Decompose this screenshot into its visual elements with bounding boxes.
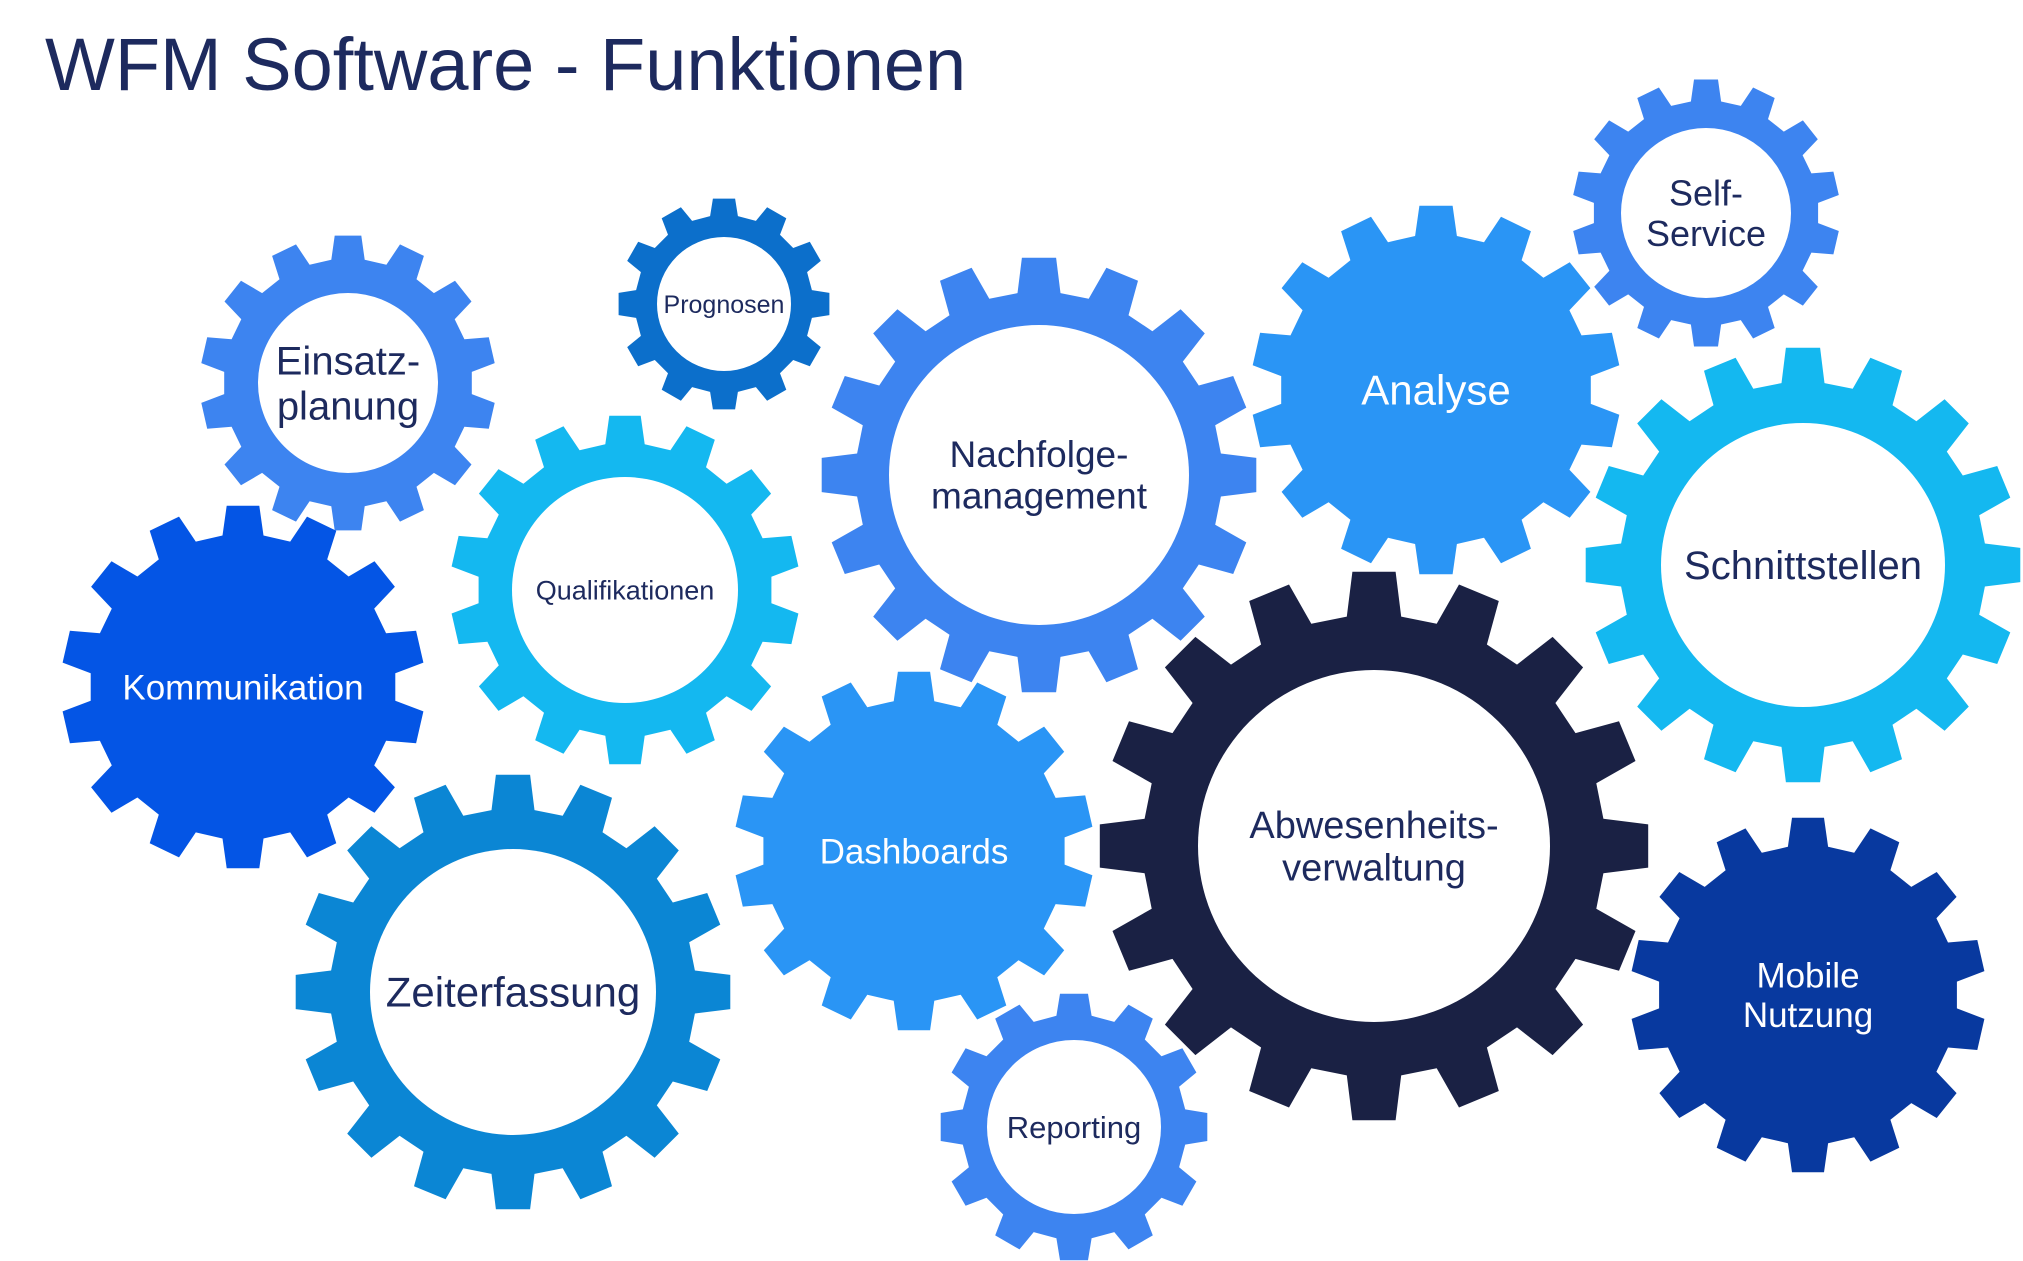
gear-center xyxy=(657,237,791,371)
gear-label-zeiterfassung: Zeiterfassung xyxy=(386,969,640,1016)
gear-label-line: Dashboards xyxy=(820,832,1009,871)
gear-label-line: Nachfolge- xyxy=(950,434,1129,475)
gear-label-line: Abwesenheits- xyxy=(1249,805,1498,847)
gear-label-qualifikationen: Qualifikationen xyxy=(536,576,715,606)
gear-label-line: Kommunikation xyxy=(122,668,363,707)
gear-center xyxy=(987,1040,1161,1214)
gear-label-line: Reporting xyxy=(1007,1110,1141,1145)
gear-prognosen: Prognosen xyxy=(618,198,830,410)
gear-label-schnittstellen: Schnittstellen xyxy=(1684,544,1922,588)
gear-qualifikationen: Qualifikationen xyxy=(451,415,799,765)
gear-label-line: Qualifikationen xyxy=(536,576,715,606)
gear-icon xyxy=(62,505,424,869)
gear-label-abwesenheitsverwaltung: Abwesenheits-verwaltung xyxy=(1249,805,1498,890)
gear-label-line: planung xyxy=(277,384,419,428)
gear-label-line: Zeiterfassung xyxy=(386,969,640,1016)
gear-center xyxy=(1661,423,1945,707)
gear-label-line: Schnittstellen xyxy=(1684,544,1922,588)
gear-label-line: verwaltung xyxy=(1282,848,1466,890)
gear-label-dashboards: Dashboards xyxy=(820,832,1009,871)
gear-self-service: Self-Service xyxy=(1573,79,1839,347)
gear-zeiterfassung: Zeiterfassung xyxy=(295,774,731,1210)
gear-label-line: Analyse xyxy=(1361,367,1510,414)
gear-label-line: Nutzung xyxy=(1743,996,1873,1035)
gear-label-line: Prognosen xyxy=(664,291,785,319)
gear-label-prognosen: Prognosen xyxy=(664,291,785,319)
gear-label-analyse: Analyse xyxy=(1361,367,1510,414)
gear-schnittstellen: Schnittstellen xyxy=(1585,347,2021,783)
gear-icon xyxy=(735,671,1093,1031)
gear-center xyxy=(258,293,438,473)
gear-center xyxy=(1621,128,1791,298)
gear-reporting: Reporting xyxy=(940,993,1208,1261)
gear-label-line: Service xyxy=(1646,213,1766,254)
gear-label-line: Mobile xyxy=(1756,957,1859,996)
gear-label-line: Self- xyxy=(1669,172,1743,213)
gear-label-line: Einsatz- xyxy=(276,340,421,384)
gear-center xyxy=(512,477,738,703)
gear-center xyxy=(889,325,1189,625)
gear-center xyxy=(1198,670,1550,1022)
gear-nachfolgemanagement: Nachfolge-management xyxy=(821,257,1257,693)
gear-label-reporting: Reporting xyxy=(1007,1110,1141,1145)
gear-kommunikation: Kommunikation xyxy=(62,505,424,869)
gear-label-kommunikation: Kommunikation xyxy=(122,668,363,707)
gear-abwesenheitsverwaltung: Abwesenheits-verwaltung xyxy=(1099,571,1649,1121)
gear-label-nachfolgemanagement: Nachfolge-management xyxy=(931,434,1148,517)
gear-label-line: management xyxy=(931,476,1148,517)
gear-center xyxy=(370,849,656,1135)
gear-label-self-service: Self-Service xyxy=(1646,172,1766,253)
gear-dashboards: Dashboards xyxy=(735,671,1093,1031)
gear-icon xyxy=(1252,205,1620,575)
gear-icon xyxy=(1631,817,1985,1173)
gear-label-einsatzplanung: Einsatz-planung xyxy=(276,340,421,429)
page-title: WFM Software - Funktionen xyxy=(45,23,967,106)
gear-einsatzplanung: Einsatz-planung xyxy=(201,235,495,531)
gear-analyse: Analyse xyxy=(1252,205,1620,575)
